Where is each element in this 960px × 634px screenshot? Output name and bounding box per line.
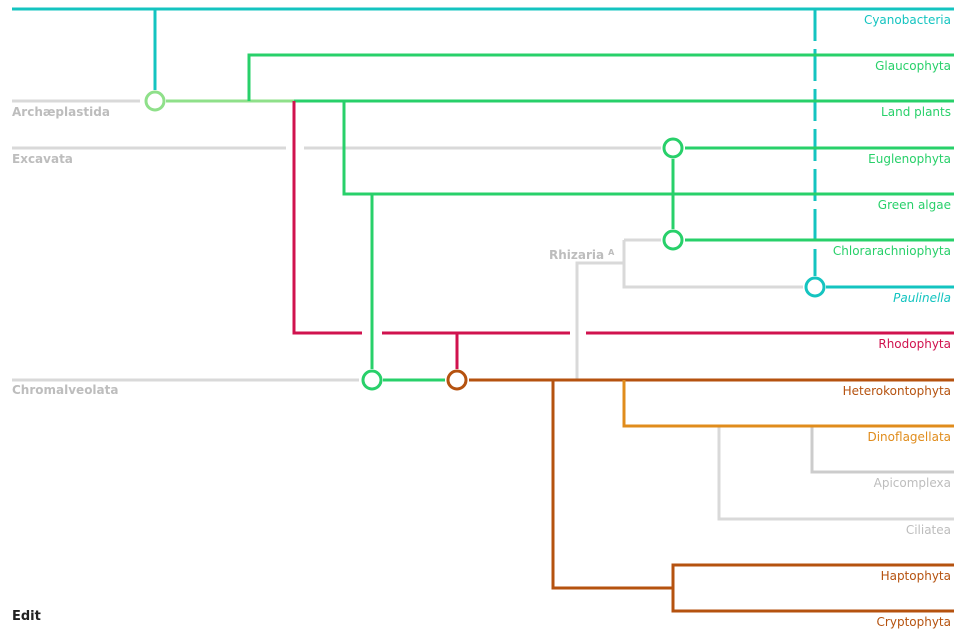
taxon-label-chlorarachniophyta[interactable]: Chlorarachniophyta [833, 244, 951, 258]
taxon-label-paulinella[interactable]: Paulinella [893, 291, 951, 305]
glaucophyta-branch [247, 53, 954, 101]
edit-link[interactable]: Edit [12, 609, 41, 624]
alveolata-branch [717, 426, 954, 521]
taxon-label-cryptophyta[interactable]: Cryptophyta [877, 615, 951, 629]
taxon-label-green-algae[interactable]: Green algae [878, 198, 951, 212]
rhizaria-superscript: A [608, 248, 615, 257]
taxon-label-dinoflagellata[interactable]: Dinoflagellata [867, 430, 951, 444]
haptophyta-branch [671, 563, 954, 588]
taxon-label-ciliatea[interactable]: Ciliatea [906, 523, 951, 537]
taxon-label-land-plants[interactable]: Land plants [881, 105, 951, 119]
taxon-label-haptophyta[interactable]: Haptophyta [881, 569, 951, 583]
green-algae-branch [342, 101, 954, 196]
taxon-label-apicomplexa[interactable]: Apicomplexa [874, 476, 951, 490]
group-label-excavata: Excavata [12, 152, 73, 166]
chlorarachniophyta-node[interactable] [662, 229, 684, 251]
rhizaria-branch [575, 261, 803, 380]
dinoflagellata-branch [622, 380, 954, 428]
cryptophyta-branch [671, 588, 954, 613]
taxon-label-rhodophyta[interactable]: Rhodophyta [878, 337, 951, 351]
primary-endosymbiosis-node[interactable] [144, 90, 166, 112]
rhodophyta-branch-left [292, 101, 362, 335]
taxon-label-glaucophyta[interactable]: Glaucophyta [875, 59, 951, 73]
chromalveolata-green-node[interactable] [361, 369, 383, 391]
apicomplexa-branch [810, 426, 954, 474]
group-label-archaeplastida: Archæplastida [12, 105, 110, 119]
paulinella-node[interactable] [804, 276, 826, 298]
taxon-label-euglenophyta[interactable]: Euglenophyta [868, 152, 951, 166]
euglenophyta-node[interactable] [662, 137, 684, 159]
chromalveolata-red-node[interactable] [446, 369, 468, 391]
taxon-label-cyanobacteria[interactable]: Cyanobacteria [864, 13, 951, 27]
taxon-label-heterokontophyta[interactable]: Heterokontophyta [843, 384, 951, 398]
hapto-crypto-branch [551, 380, 673, 590]
group-label-chromalveolata: Chromalveolata [12, 383, 118, 397]
